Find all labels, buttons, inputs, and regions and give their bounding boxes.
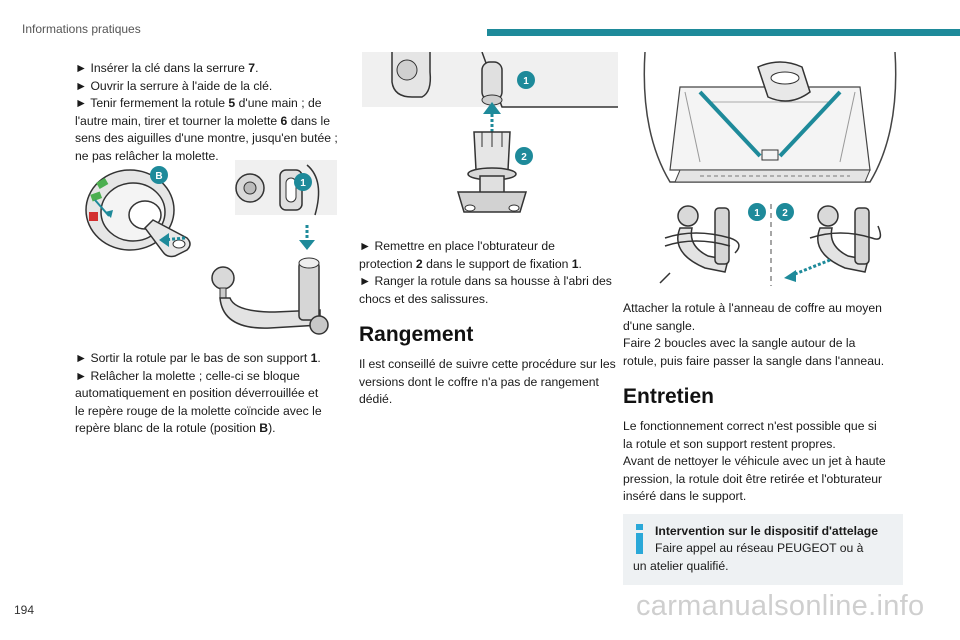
- step-replace-cap: ► Remettre en place l'obturateur de: [359, 239, 555, 253]
- step-replace-cap-cont: protection 2 dans le support de fixation…: [359, 256, 582, 271]
- step-hold-ball-cont-3: ne pas relâcher la molette.: [75, 148, 219, 163]
- entretien-text-5: inséré dans le support.: [623, 489, 747, 503]
- info-icon: [636, 523, 643, 554]
- callout-1-label: 1: [754, 208, 760, 219]
- callout-b: [150, 166, 168, 184]
- note-text-1: Faire appel au réseau PEUGEOT ou à: [655, 541, 864, 555]
- entretien-text-1: Le fonctionnement correct n'est possible…: [623, 419, 877, 433]
- strap-text-1: Attacher la rotule à l'anneau de coffre …: [623, 301, 882, 315]
- step-hold-ball-cont-1: l'autre main, tirer et tourner la molett…: [75, 113, 331, 128]
- note-text-2: un atelier qualifié.: [633, 558, 729, 573]
- step-store-ball: ► Ranger la rotule dans sa housse à l'ab…: [359, 274, 612, 288]
- step-hold-ball: ► Tenir fermement la rotule 5 d'une main…: [75, 96, 322, 110]
- header-accent-bar: [487, 29, 960, 36]
- heading-rangement: Rangement: [359, 323, 474, 346]
- rangement-text-3: dédié.: [359, 392, 393, 406]
- callout-1-label: 1: [300, 178, 306, 189]
- strap-text-4: rotule, puis faire passer la sangle dans…: [623, 353, 885, 368]
- figure-strap-loops: 1 2: [659, 203, 882, 286]
- figure-tow-ball-knob: B 1: [85, 160, 337, 335]
- trunk-ring-illustration: [757, 61, 811, 102]
- strap-loop-right-illustration: [809, 205, 882, 273]
- callout-2: [515, 147, 533, 165]
- heading-entretien: Entretien: [623, 385, 715, 408]
- entretien-text-2: la rotule et son support restent propres…: [623, 436, 836, 451]
- page-number: 194: [14, 603, 35, 617]
- step-release-knob-cont-1: automatiquement en position déverrouillé…: [75, 386, 319, 400]
- callout-1-label: 1: [523, 76, 529, 87]
- knob-illustration: [85, 169, 191, 258]
- figure-trunk-ring: [643, 52, 897, 183]
- step-release-knob: ► Relâcher la molette ; celle-ci se bloq…: [75, 368, 300, 383]
- step-insert-key: ► Insérer la clé dans la serrure 7.: [75, 61, 259, 75]
- step-store-ball-cont: chocs et des salissures.: [359, 291, 489, 306]
- entretien-text-4: pression, la rotule doit être retirée et…: [623, 471, 883, 486]
- protection-cap-illustration: [456, 131, 528, 213]
- step-remove-ball: ► Sortir la rotule par le bas de son sup…: [75, 351, 321, 365]
- column-1-text-top: ► Insérer la clé dans la serrure 7. ► Ou…: [75, 60, 340, 165]
- header-section-label: Informations pratiques: [22, 22, 141, 36]
- callout-2-label: 2: [521, 152, 527, 163]
- entretien-text-3: Avant de nettoyer le véhicule avec un je…: [623, 454, 886, 468]
- step-hold-ball-cont-2: sens des aiguilles d'une montre, jusqu'e…: [75, 131, 338, 145]
- callout-1: [748, 203, 766, 221]
- callout-1: [517, 71, 535, 89]
- rangement-text-2: versions dont le coffre n'a pas de range…: [359, 374, 599, 389]
- info-note-box: Intervention sur le dispositif d'attelag…: [623, 513, 903, 585]
- strap-text-2: d'une sangle.: [623, 318, 696, 333]
- callout-b-label: B: [155, 171, 162, 182]
- callout-2-label: 2: [782, 208, 788, 219]
- note-title: Intervention sur le dispositif d'attelag…: [655, 523, 878, 538]
- rangement-text-1: Il est conseillé de suivre cette procédu…: [359, 357, 616, 371]
- watermark: carmanualsonline.info: [636, 590, 925, 622]
- column-3-text: Attacher la rotule à l'anneau de coffre …: [623, 300, 903, 585]
- step-release-knob-cont-3: repère blanc de la rotule (position B).: [75, 421, 276, 435]
- column-1-text-bottom: ► Sortir la rotule par le bas de son sup…: [75, 350, 340, 438]
- step-release-knob-cont-2: le repère rouge de la molette coïncide a…: [75, 403, 322, 418]
- step-open-lock: ► Ouvrir la serrure à l'aide de la clé.: [75, 78, 273, 93]
- column-2-text: ► Remettre en place l'obturateur de prot…: [359, 238, 621, 409]
- strap-text-3: Faire 2 boucles avec la sangle autour de…: [623, 336, 856, 350]
- figure-protection-cap: 1 2: [362, 52, 618, 213]
- strap-loop-left-illustration: [659, 205, 740, 284]
- tow-ball-illustration: [211, 160, 337, 335]
- callout-1: [294, 173, 312, 191]
- callout-2: [776, 203, 794, 221]
